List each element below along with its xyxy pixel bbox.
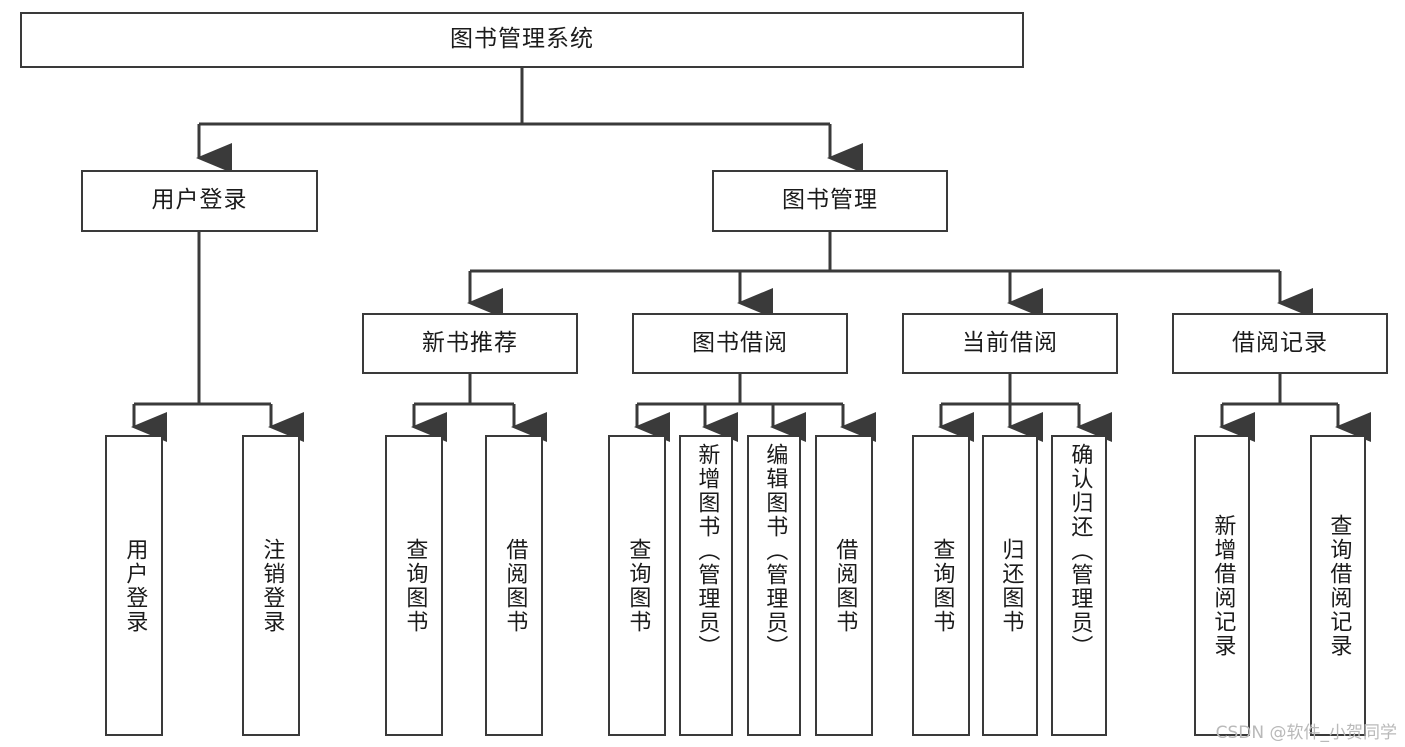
node-label: 查询图书	[625, 537, 651, 634]
node-book-manage[interactable]: 图书管理	[712, 170, 948, 232]
leaf-query-book-2[interactable]: 查询图书	[608, 435, 666, 736]
node-borrow-record[interactable]: 借阅记录	[1172, 313, 1388, 374]
leaf-query-record[interactable]: 查询借阅记录	[1310, 435, 1366, 736]
leaf-confirm-return[interactable]: 确认归还（管理员）	[1051, 435, 1107, 736]
node-label: 查询图书	[929, 537, 955, 634]
node-label: 新书推荐	[422, 329, 518, 356]
leaf-user-logout[interactable]: 注销登录	[242, 435, 300, 736]
leaf-borrow-book-1[interactable]: 借阅图书	[485, 435, 543, 736]
node-book-borrow[interactable]: 图书借阅	[632, 313, 848, 374]
node-label: 归还图书	[998, 537, 1024, 634]
node-label: 图书借阅	[692, 329, 788, 356]
node-label: 借阅图书	[502, 537, 528, 634]
node-label: 新增图书（管理员）	[694, 443, 720, 659]
leaf-edit-book[interactable]: 编辑图书（管理员）	[747, 435, 801, 736]
node-current-borrow[interactable]: 当前借阅	[902, 313, 1118, 374]
leaf-query-book-3[interactable]: 查询图书	[912, 435, 970, 736]
node-label: 用户登录	[151, 187, 248, 214]
leaf-user-login[interactable]: 用户登录	[105, 435, 163, 736]
leaf-add-record[interactable]: 新增借阅记录	[1194, 435, 1250, 736]
leaf-add-book[interactable]: 新增图书（管理员）	[679, 435, 733, 736]
node-label: 借阅图书	[832, 537, 858, 634]
node-label: 注销登录	[259, 537, 285, 634]
node-label: 图书管理系统	[450, 26, 594, 53]
node-label: 用户登录	[122, 537, 148, 634]
leaf-borrow-book-2[interactable]: 借阅图书	[815, 435, 873, 736]
node-user-login[interactable]: 用户登录	[81, 170, 318, 232]
node-label: 当前借阅	[962, 329, 1058, 356]
node-label: 新增借阅记录	[1210, 513, 1236, 658]
leaf-return-book[interactable]: 归还图书	[982, 435, 1038, 736]
node-label: 查询图书	[402, 537, 428, 634]
node-new-book-recommend[interactable]: 新书推荐	[362, 313, 578, 374]
node-label: 确认归还（管理员）	[1067, 443, 1093, 659]
node-root-system[interactable]: 图书管理系统	[20, 12, 1024, 68]
node-label: 图书管理	[782, 187, 878, 214]
watermark-text: CSDN @软件_小贺同学	[1215, 723, 1397, 743]
node-label: 借阅记录	[1232, 329, 1328, 356]
node-label: 查询借阅记录	[1326, 513, 1352, 658]
node-label: 编辑图书（管理员）	[762, 443, 788, 659]
leaf-query-book-1[interactable]: 查询图书	[385, 435, 443, 736]
